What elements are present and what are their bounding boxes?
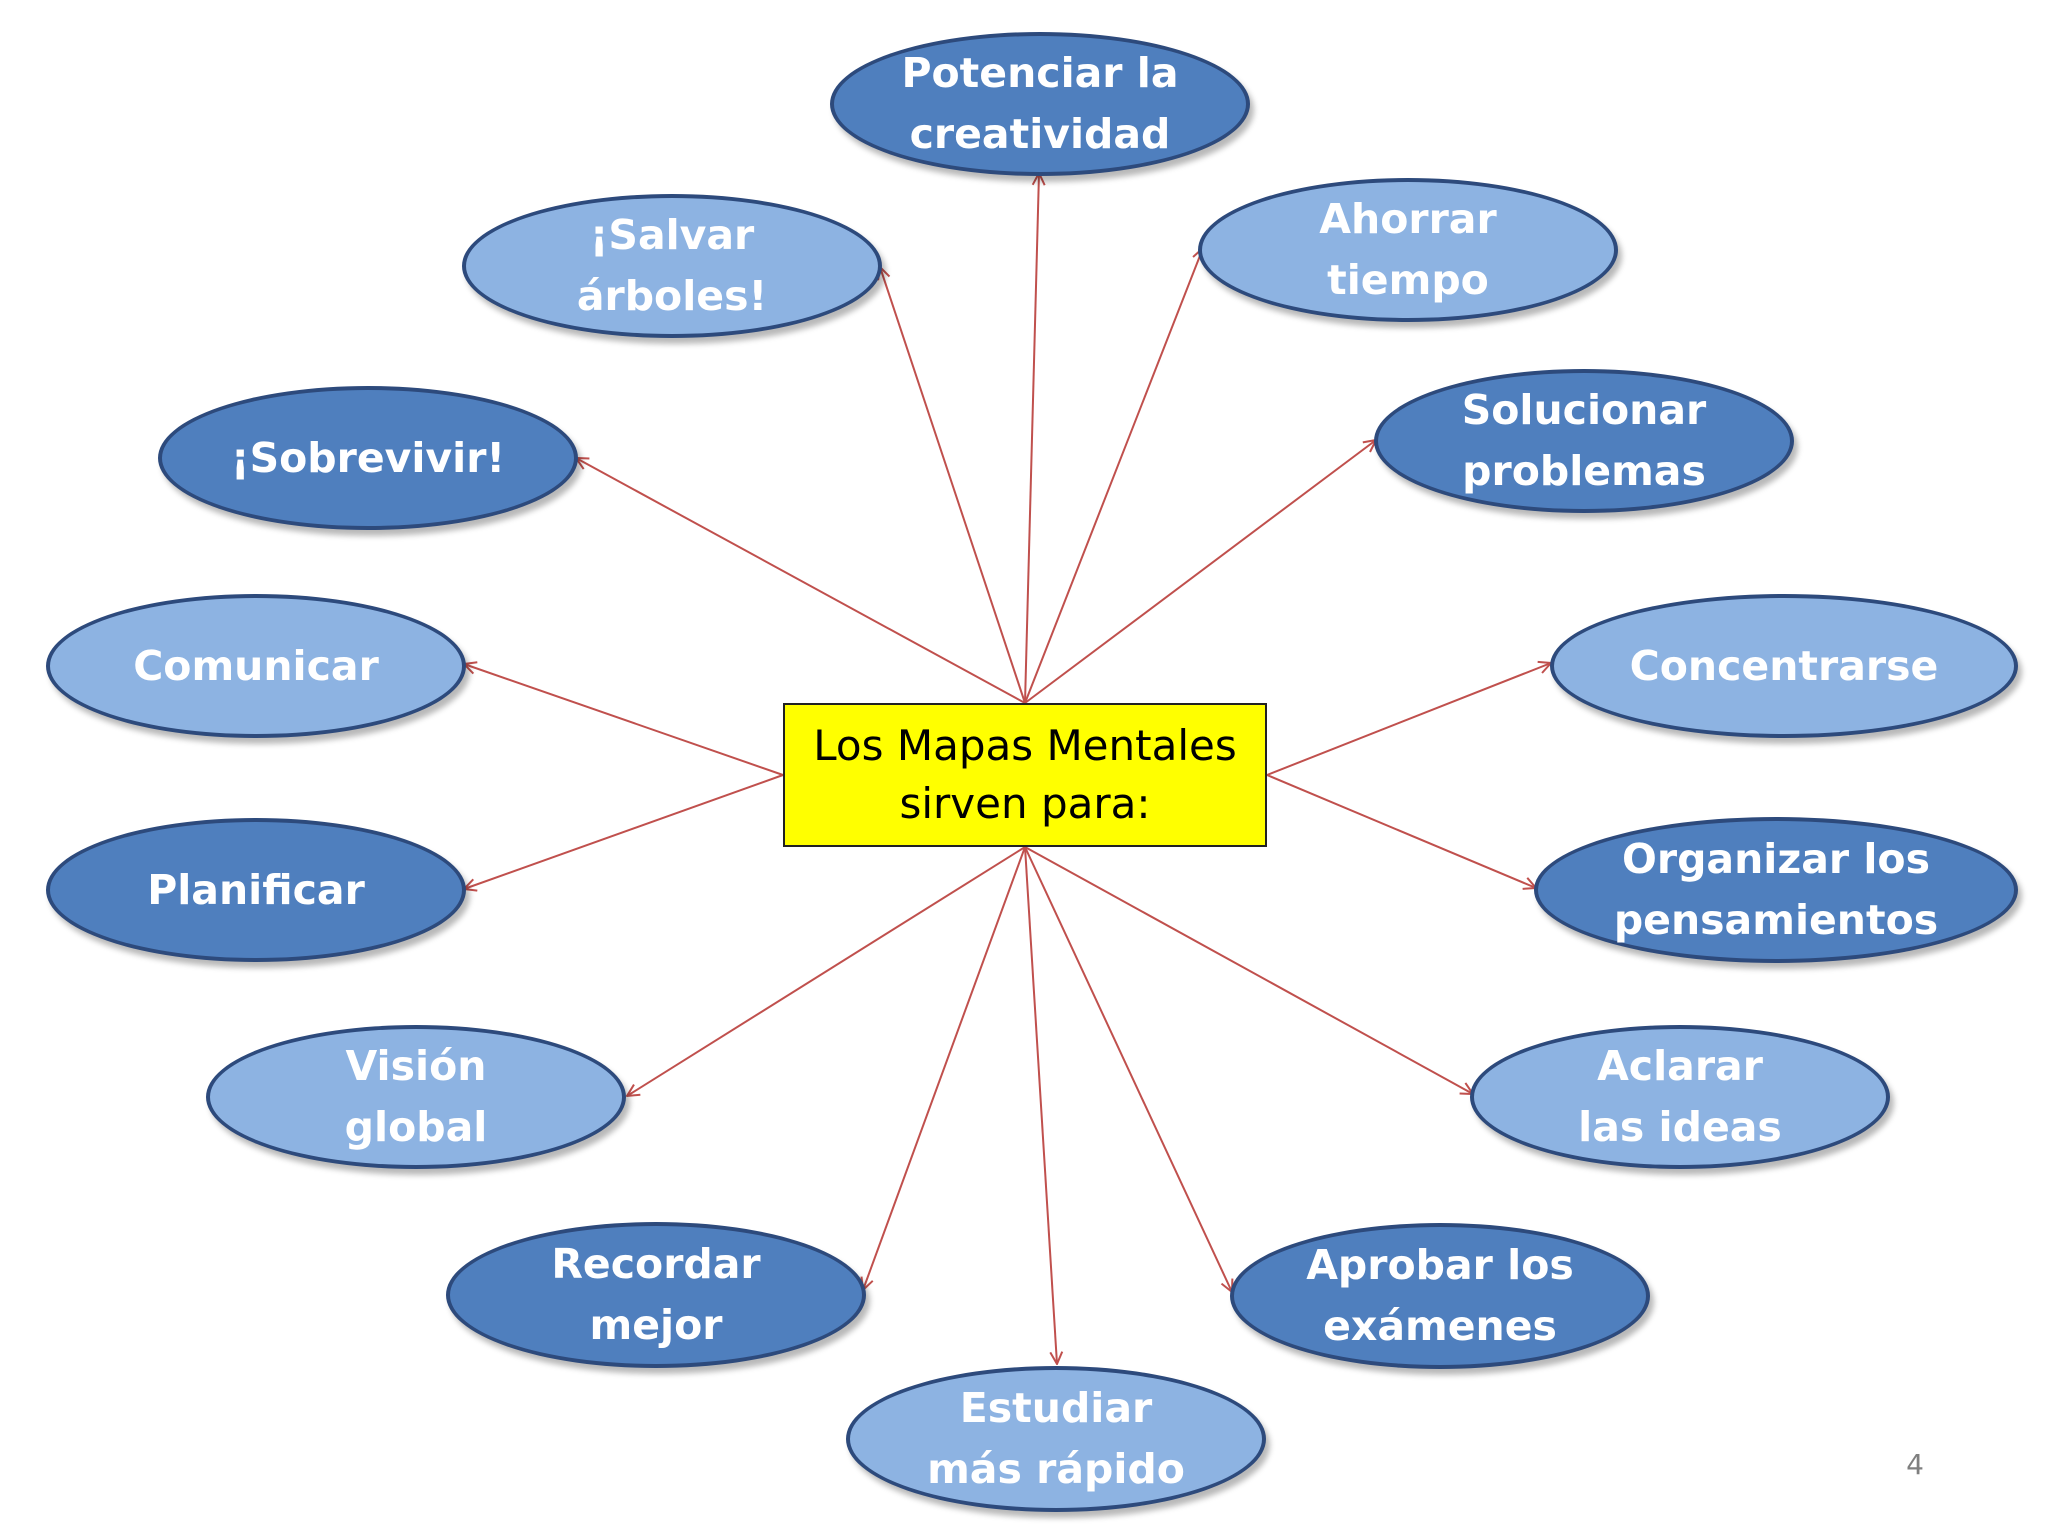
node-label-line-2: más rápido: [927, 1445, 1185, 1493]
node-label-line-1: Solucionar: [1461, 386, 1707, 434]
arrow-to-vision-global: [627, 846, 1026, 1096]
node-estudiar-rapido: Estudiar más rápido: [846, 1366, 1266, 1512]
arrow-to-recordar-mejor: [863, 846, 1026, 1290]
node-ahorrar-tiempo: Ahorrar tiempo: [1198, 178, 1618, 322]
node-label-line-1: Potenciar la: [901, 49, 1179, 97]
node-label-line-1: Organizar los: [1622, 835, 1930, 883]
arrow-to-sobrevivir: [576, 458, 1026, 704]
node-label-line-2: las ideas: [1578, 1103, 1782, 1151]
node-concentrarse: Concentrarse: [1550, 594, 2018, 738]
node-label-line-2: pensamientos: [1613, 896, 1939, 944]
node-label-line-2: tiempo: [1327, 256, 1489, 304]
node-vision-global: Visión global: [206, 1025, 626, 1169]
arrow-to-estudiar-rapido: [1024, 846, 1057, 1364]
node-label-line-1: Visión: [345, 1042, 487, 1090]
node-label-line-1: Concentrarse: [1629, 641, 1939, 690]
arrow-to-concentrarse: [1266, 663, 1551, 776]
node-comunicar: Comunicar: [46, 594, 466, 738]
arrow-to-ahorrar-tiempo: [1024, 248, 1203, 704]
node-solucionar-problemas: Solucionar problemas: [1374, 369, 1794, 513]
node-label-line-1: Aclarar: [1597, 1042, 1763, 1090]
node-label-line-1: Estudiar: [959, 1384, 1153, 1432]
node-label-line-1: Recordar: [551, 1240, 761, 1288]
node-planificar: Planificar: [46, 818, 466, 962]
node-potenciar-creatividad: Potenciar la creatividad: [830, 32, 1250, 176]
node-salvar-arboles: ¡Salvar árboles!: [462, 194, 882, 338]
node-organizar-pensamientos: Organizar los pensamientos: [1534, 817, 2018, 963]
node-label-line-2: global: [344, 1103, 488, 1151]
central-topic-box: Los Mapas Mentales sirven para:: [783, 703, 1267, 847]
node-recordar-mejor: Recordar mejor: [446, 1222, 866, 1368]
node-label-line-2: árboles!: [576, 272, 768, 320]
node-label-line-2: problemas: [1462, 447, 1706, 495]
arrow-to-aprobar-examenes: [1024, 846, 1232, 1292]
page-number: 4: [1906, 1448, 1924, 1481]
node-label-line-2: creatividad: [909, 110, 1171, 158]
node-label-line-1: Aprobar los: [1306, 1241, 1574, 1289]
node-label-line-1: ¡Sobrevivir!: [230, 433, 506, 482]
central-topic-line-2: sirven para:: [899, 779, 1151, 828]
arrow-to-salvar-arboles: [880, 267, 1026, 704]
arrow-to-solucionar-problemas: [1024, 440, 1376, 704]
arrow-to-potenciar-creatividad: [1024, 173, 1039, 704]
node-label-line-1: ¡Salvar: [589, 211, 755, 259]
arrow-to-planificar: [464, 774, 784, 889]
node-label-line-1: Comunicar: [133, 641, 379, 690]
central-topic-line-1: Los Mapas Mentales: [813, 721, 1237, 770]
node-aclarar-ideas: Aclarar las ideas: [1470, 1025, 1890, 1169]
arrow-to-comunicar: [464, 664, 784, 776]
node-sobrevivir: ¡Sobrevivir!: [158, 386, 578, 530]
arrow-to-aclarar-ideas: [1024, 846, 1473, 1094]
arrow-to-organizar-pensamientos: [1266, 774, 1536, 888]
node-label-line-1: Ahorrar: [1319, 195, 1497, 243]
node-label-line-2: exámenes: [1323, 1302, 1557, 1350]
node-aprobar-examenes: Aprobar los exámenes: [1230, 1223, 1650, 1369]
node-label-line-1: Planificar: [147, 865, 365, 914]
node-label-line-2: mejor: [589, 1301, 723, 1349]
